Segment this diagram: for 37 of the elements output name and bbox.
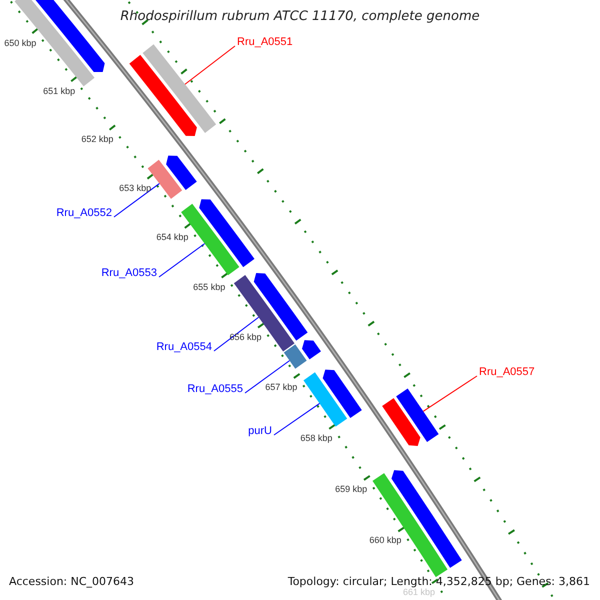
gene-bar <box>284 344 307 369</box>
gene-label: Rru_A0552 <box>56 207 112 220</box>
scale-label: 659 kbp <box>335 484 368 494</box>
gene-label: Rru_A0554 <box>156 341 212 354</box>
gene-label: purU <box>248 425 272 438</box>
leader-line <box>214 316 260 352</box>
gene-bar <box>322 370 362 418</box>
gene-bar <box>142 44 216 133</box>
gene-bar <box>302 340 321 360</box>
gene-bar <box>382 398 420 446</box>
scale-label: 660 kbp <box>369 534 402 545</box>
gene-bar <box>166 156 197 190</box>
footer-text: Accession: NC_007643 <box>9 575 134 589</box>
gene-label: Rru_A0551 <box>237 36 293 49</box>
scale-label: 658 kbp <box>300 432 332 443</box>
gene-bar <box>129 54 197 136</box>
leader-line <box>184 46 236 85</box>
scale-label: 653 kbp <box>119 183 152 194</box>
leader-line <box>114 183 160 218</box>
scale-label: 655 kbp <box>193 282 226 292</box>
gene-label: Rru_A0557 <box>479 366 535 379</box>
leader-line <box>274 402 320 436</box>
gene-bar <box>199 199 254 268</box>
leader-line <box>422 376 478 412</box>
gene-label: Rru_A0555 <box>187 383 243 396</box>
gene-bar <box>396 388 439 442</box>
gene-bar <box>303 372 348 427</box>
leader-line <box>244 360 290 394</box>
scale-label: 654 kbp <box>156 232 188 242</box>
title: Rhodospirillum rubrum ATCC 11170, complete genome <box>120 9 480 24</box>
scale-label: 651 kbp <box>43 86 76 96</box>
scale-label: 661 kbp <box>402 586 435 597</box>
leader-line <box>158 243 206 278</box>
scale-label: 652 kbp <box>81 134 114 144</box>
scale-label: 650 kbp <box>4 38 36 48</box>
scale-label: 657 kbp <box>265 382 298 392</box>
gene-label: Rru_A0553 <box>101 267 157 280</box>
